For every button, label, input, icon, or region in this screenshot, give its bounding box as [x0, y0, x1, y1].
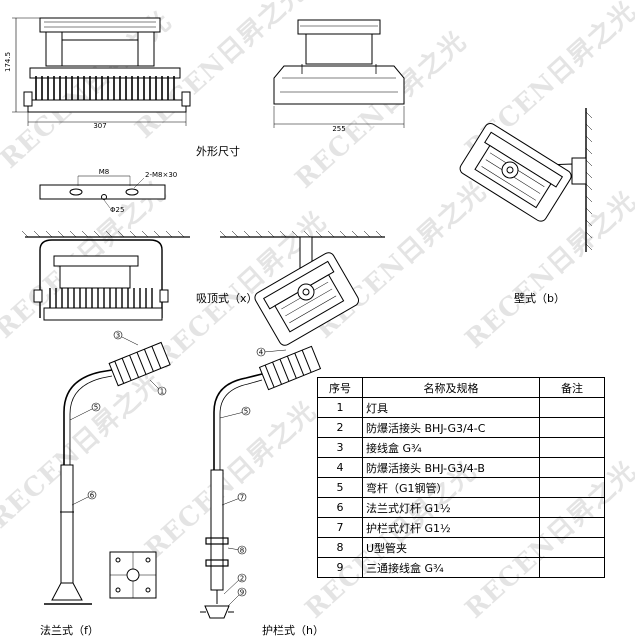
mount-callout-bottom: Φ25	[110, 206, 124, 214]
parts-table: 序号 名称及规格 备注 1 灯具 2 防爆活接头 BHJ-G3/4-C 3 接线…	[317, 377, 605, 578]
guardrail-mount-label: 护栏式（h）	[262, 624, 324, 637]
row-number: 1	[317, 397, 363, 418]
row-name: 三通接线盒 G¾	[362, 557, 540, 578]
row-name: 法兰式灯杆 G1½	[362, 497, 540, 518]
row-number: 9	[317, 557, 363, 578]
row-note	[539, 537, 605, 558]
wall-mount-label: 壁式（b）	[514, 292, 565, 305]
row-note	[539, 397, 605, 418]
row-name: 防爆活接头 BHJ-G3/4-B	[362, 457, 540, 478]
parts-table-header: 序号 名称及规格 备注	[317, 377, 605, 398]
row-number: 4	[317, 457, 363, 478]
table-row: 5 弯杆（G1钢管）	[317, 477, 605, 498]
wall-mount-view	[459, 108, 593, 252]
table-row: 2 防爆活接头 BHJ-G3/4-C	[317, 417, 605, 438]
header-note: 备注	[539, 377, 605, 398]
table-row: 4 防爆活接头 BHJ-G3/4-B	[317, 457, 605, 478]
guardrail-callout-6: 9	[240, 589, 244, 597]
height-dimension: 174.5	[4, 52, 12, 72]
row-note	[539, 497, 605, 518]
table-row: 9 三通接线盒 G¾	[317, 557, 605, 578]
row-name: 接线盒 G¾	[362, 437, 540, 458]
front-width-dimension: 307	[93, 122, 106, 130]
row-name: 灯具	[362, 397, 540, 418]
row-number: 5	[317, 477, 363, 498]
row-note	[539, 417, 605, 438]
pendant-mount-view	[219, 230, 385, 346]
guardrail-callout-4: 8	[240, 547, 244, 555]
flange-callout-1: 3	[116, 332, 120, 340]
side-view	[273, 19, 405, 128]
ceiling-mount-view	[21, 230, 190, 321]
row-note	[539, 557, 605, 578]
row-name: U型管夹	[362, 537, 540, 558]
front-view	[12, 17, 191, 126]
guardrail-callout-3: 7	[240, 494, 244, 502]
table-row: 8 U型管夹	[317, 537, 605, 558]
table-row: 1 灯具	[317, 397, 605, 418]
side-width-dimension: 255	[332, 125, 345, 133]
mount-callout-right: 2-M8×30	[145, 171, 177, 179]
row-note	[539, 437, 605, 458]
row-number: 8	[317, 537, 363, 558]
mount-plate-detail	[39, 175, 166, 209]
row-note	[539, 477, 605, 498]
flange-mount-view	[44, 330, 171, 605]
table-row: 7 护栏式灯杆 G1½	[317, 517, 605, 538]
row-number: 6	[317, 497, 363, 518]
row-name: 弯杆（G1钢管）	[362, 477, 540, 498]
ceiling-mount-label: 吸顶式（x）	[196, 292, 258, 305]
guardrail-callout-1: 4	[259, 349, 264, 357]
row-note	[539, 517, 605, 538]
row-number: 2	[317, 417, 363, 438]
row-name: 护栏式灯杆 G1½	[362, 517, 540, 538]
guardrail-callout-5: 2	[240, 575, 244, 583]
header-number: 序号	[317, 377, 363, 398]
flange-mount-label: 法兰式（f）	[40, 624, 99, 637]
flange-callout-2: 1	[160, 388, 164, 396]
row-number: 3	[317, 437, 363, 458]
table-row: 3 接线盒 G¾	[317, 437, 605, 458]
header-name: 名称及规格	[362, 377, 540, 398]
mount-callout-top: M8	[99, 168, 110, 176]
table-row: 6 法兰式灯杆 G1½	[317, 497, 605, 518]
outline-dimensions-label: 外形尺寸	[196, 145, 240, 158]
row-number: 7	[317, 517, 363, 538]
row-note	[539, 457, 605, 478]
row-name: 防爆活接头 BHJ-G3/4-C	[362, 417, 540, 438]
guardrail-callout-2: 5	[244, 408, 248, 416]
flange-callout-3: 5	[94, 404, 98, 412]
flange-callout-4: 6	[90, 492, 95, 500]
guardrail-mount-view	[200, 345, 322, 619]
